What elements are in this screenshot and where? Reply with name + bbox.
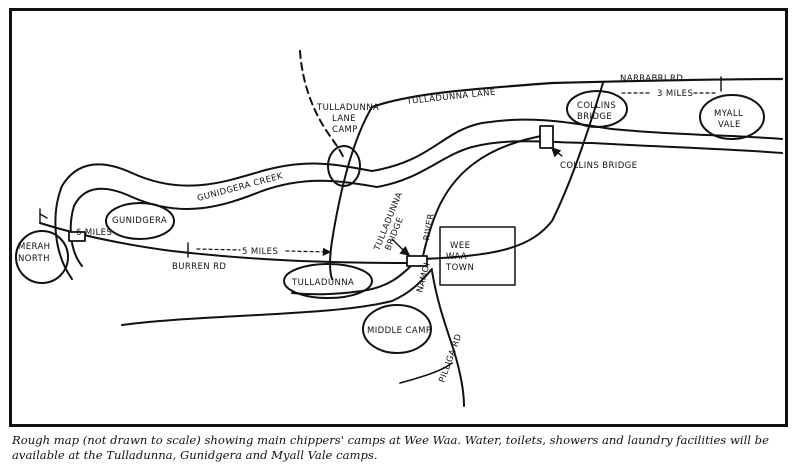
namoi-river-upper-bank (54, 118, 783, 280)
label-middle-camp: MIDDLE CAMP (367, 326, 431, 336)
label-gunidgera: GUNIDGERA (112, 216, 167, 226)
collins-bridge-callout-arrow (551, 147, 563, 158)
label-narrabri-rd: NARRABRI RD (620, 74, 683, 84)
label-wee-waa-town-3: TOWN (445, 263, 474, 273)
label-collins-bridge: COLLINS BRIDGE (560, 161, 637, 171)
caption-line-2: available at the Tulladunna, Gunidgera a… (12, 448, 378, 462)
tulladunna-bridge-callout-arrow (391, 238, 411, 256)
gunidgera-camp-outline (105, 202, 175, 240)
label-river: RIVER (422, 213, 437, 242)
collins-bridge-road (421, 82, 604, 260)
label-merah-north-1: MERAH (18, 242, 50, 252)
tulladunna-camp-outline (283, 263, 373, 299)
tulladunna-lane-road (329, 106, 373, 280)
label-tulladunna-lane-camp-2: LANE (332, 114, 356, 124)
label-myall-vale-2: VALE (718, 120, 741, 130)
track-dashed (299, 50, 345, 160)
label-myall-vale-1: MYALL (714, 109, 743, 119)
map-frame: MERAH NORTH GUNIDGERA 6 MILES BURREN RD … (9, 8, 788, 427)
middle-camp-outline (362, 304, 432, 354)
collins-bridge-camp-outline (566, 90, 628, 128)
merah-north-camp-outline (15, 230, 69, 284)
label-wee-waa-town-2: WAA (446, 252, 467, 262)
caption-line-1: Rough map (not drawn to scale) showing m… (12, 433, 769, 447)
map-caption: Rough map (not drawn to scale) showing m… (12, 433, 788, 463)
label-wee-waa-town-1: WEE (450, 241, 470, 251)
namoi-river-lower-bank (69, 140, 783, 267)
five-miles-line-left (196, 248, 241, 251)
namoi-river-south (121, 268, 433, 326)
label-burren-rd: BURREN RD (172, 262, 226, 272)
map-drawing: MERAH NORTH GUNIDGERA 6 MILES BURREN RD … (15, 50, 784, 407)
merah-bridge-marker (68, 231, 86, 242)
myall-vale-camp-outline (699, 94, 765, 140)
label-three-miles: 3 MILES (657, 89, 693, 99)
five-miles-line-right (285, 247, 332, 257)
label-collins-bridge-camp-2: BRIDGE (577, 112, 612, 122)
label-tulladunna-lane-camp-1: TULLADUNNA (316, 103, 379, 113)
label-five-miles: 5 MILES (242, 247, 278, 257)
label-merah-north-2: NORTH (18, 254, 50, 264)
tulladunna-bridge-marker (406, 255, 428, 267)
pilliga-side-bank (399, 362, 453, 384)
label-tulladunna: TULLADUNNA (291, 278, 354, 288)
river-branch (421, 134, 548, 262)
label-tulladunna-lane-camp-3: CAMP (332, 125, 358, 135)
collins-bridge-marker (539, 125, 554, 149)
label-collins-bridge-camp-1: COLLINS (577, 101, 616, 111)
six-miles-arrow (39, 213, 48, 219)
pilliga-road (431, 270, 465, 407)
tulladunna-lane-camp-outline (327, 145, 361, 187)
wee-waa-town-box (439, 226, 516, 286)
label-six-miles: 6 MILES (76, 228, 112, 238)
narrabri-road (370, 77, 784, 109)
